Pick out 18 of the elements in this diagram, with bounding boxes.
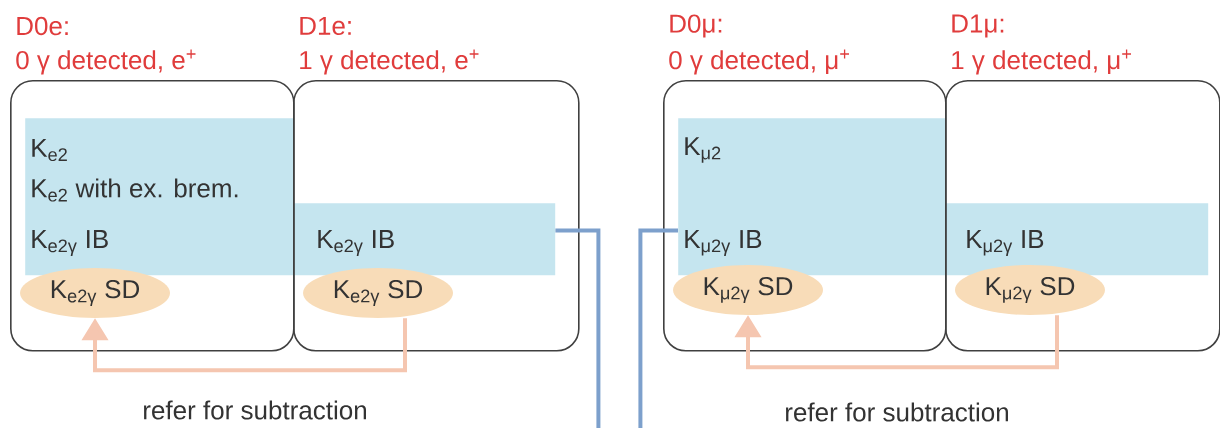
highlight-band: K$_{μ2γ}$ IB	[945, 203, 1209, 276]
box-heading: D0μ:	[670, 14, 722, 38]
node-label: K$_{e2γ}$ IB	[318, 230, 394, 256]
box-heading: 0 γ detected, e$^{+}$	[16, 49, 196, 75]
edge-label: refer for subtraction	[144, 400, 366, 420]
highlight-band: K$_{e2}$ K$_{e2}$ with ex. brem. K$_{e2γ}$ IB	[25, 118, 294, 276]
box-heading: 0 γ detected, μ$^{+}$	[669, 49, 849, 75]
box-heading: 1 γ detected, e$^{+}$	[300, 49, 479, 75]
box-heading: 1 γ detected, μ$^{+}$	[952, 49, 1131, 75]
box-heading: D1μ:	[952, 14, 1004, 38]
edge-label: refer for subtraction	[786, 402, 1008, 422]
highlight-band: K$_{μ2}$ K$_{μ2γ}$ IB	[678, 118, 946, 276]
connector-arrow	[81, 318, 407, 373]
box-heading: D1e:	[300, 16, 351, 36]
connector-arrow	[734, 315, 1059, 370]
box-heading: D0e:	[17, 16, 68, 36]
node-label: K$_{μ2γ}$ IB	[967, 230, 1044, 256]
highlight-band: K$_{e2γ}$ IB	[293, 203, 556, 276]
